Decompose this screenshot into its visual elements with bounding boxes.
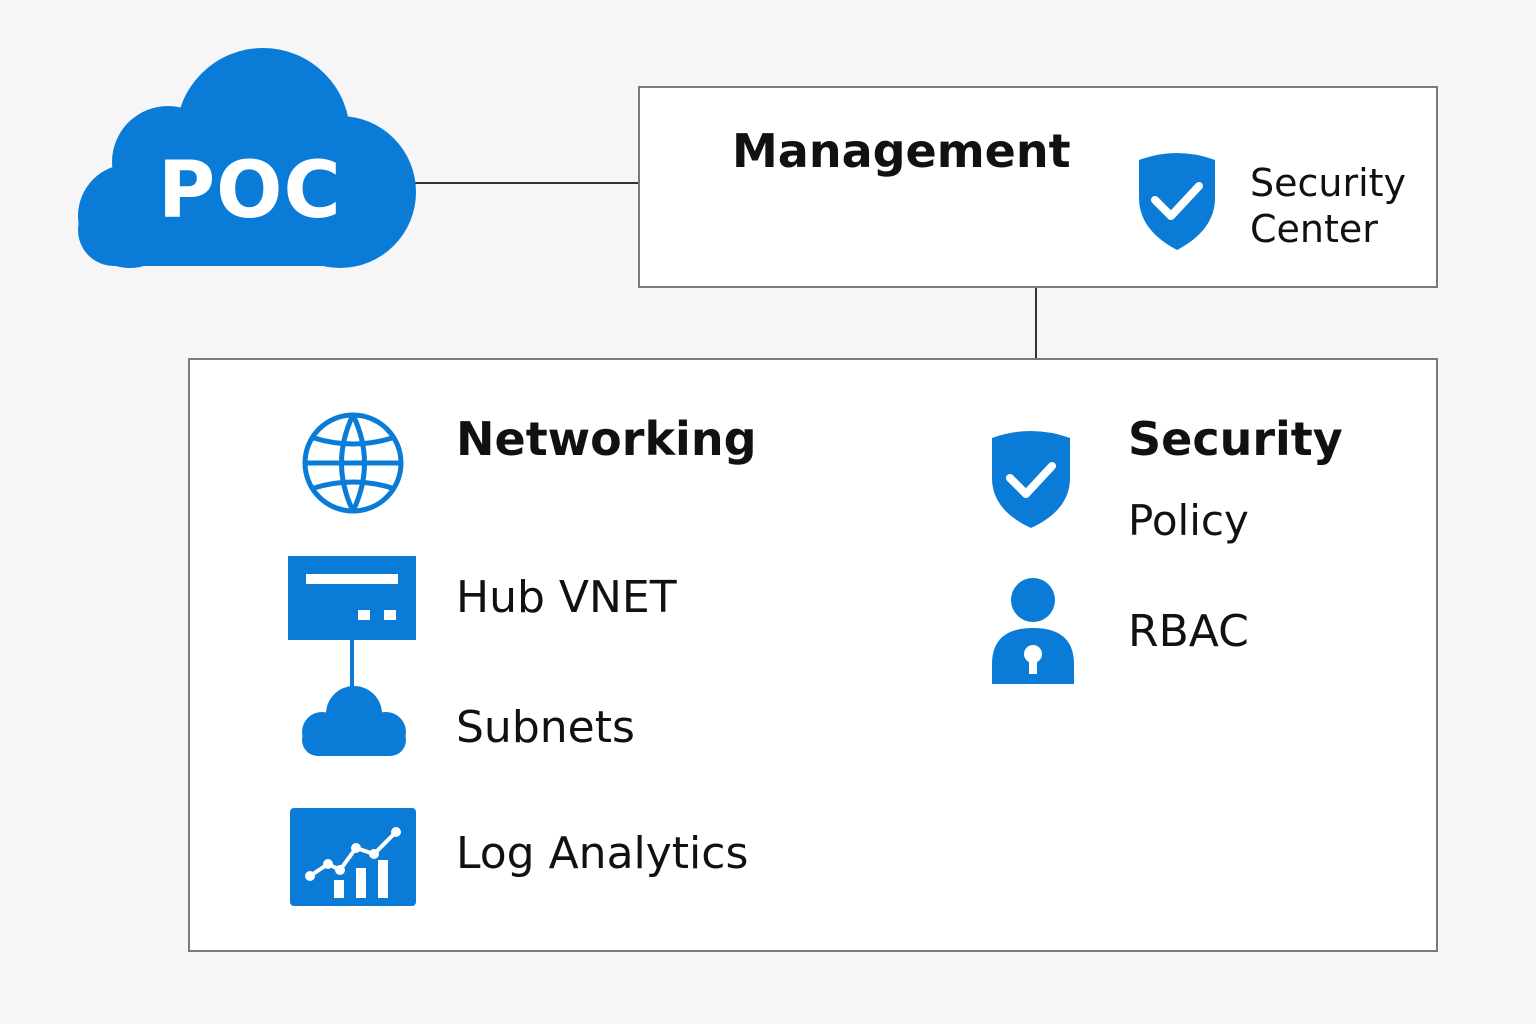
user-lock-icon	[992, 578, 1074, 684]
cloud-icon	[78, 48, 416, 268]
subnets-icon-wrap	[298, 684, 410, 758]
globe-icon-wrap	[300, 410, 406, 516]
main-box: Networking Hub VNET Subnets	[188, 358, 1438, 952]
security-title: Security	[1128, 412, 1343, 466]
security-policy-icon-wrap	[988, 428, 1074, 530]
connector-cloud-management	[410, 182, 640, 184]
security-center-icon-wrap	[1133, 150, 1221, 252]
security-center-label-line1: Security	[1250, 161, 1407, 205]
security-center-label-line2: Center	[1250, 207, 1378, 251]
poc-cloud: POC	[58, 44, 420, 270]
network-card-icon	[288, 556, 416, 690]
log-analytics-label: Log Analytics	[456, 828, 749, 879]
analytics-chart-icon	[290, 808, 416, 906]
poc-label: POC	[158, 146, 342, 236]
hub-vnet-label: Hub VNET	[456, 572, 677, 623]
globe-icon	[302, 412, 404, 514]
rbac-label: RBAC	[1128, 606, 1249, 657]
cloud-icon	[302, 686, 406, 756]
policy-label: Policy	[1128, 496, 1249, 545]
shield-check-icon	[992, 431, 1070, 528]
management-title: Management	[732, 124, 1071, 178]
networking-title: Networking	[456, 412, 757, 466]
shield-check-icon	[1139, 153, 1215, 250]
log-analytics-icon-wrap	[290, 808, 418, 908]
management-box: Management Security Center	[638, 86, 1438, 288]
connector-management-main	[1035, 286, 1037, 360]
subnets-label: Subnets	[456, 702, 635, 753]
hub-vnet-icon-wrap	[288, 554, 418, 754]
rbac-icon-wrap	[990, 578, 1076, 688]
